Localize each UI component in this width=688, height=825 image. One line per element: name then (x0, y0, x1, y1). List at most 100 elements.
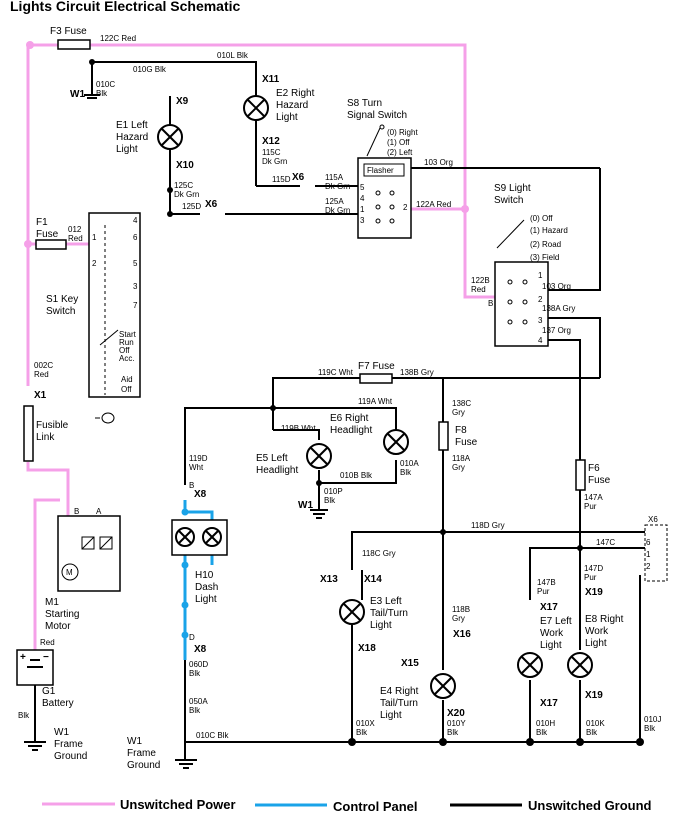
connector-x14: X14 (364, 574, 382, 585)
svg-text:E5 Left: E5 Left (256, 453, 288, 464)
svg-text:Light: Light (116, 144, 138, 155)
svg-text:E3 Left: E3 Left (370, 596, 402, 607)
svg-text:Pur: Pur (584, 502, 597, 511)
svg-text:147D: 147D (584, 564, 603, 573)
svg-text:6: 6 (646, 538, 651, 547)
svg-text:W1: W1 (127, 736, 142, 747)
svg-text:Starting: Starting (45, 609, 79, 620)
connector-x10: X10 (176, 160, 194, 171)
svg-text:Signal Switch: Signal Switch (347, 110, 407, 121)
svg-text:W1: W1 (54, 727, 69, 738)
svg-text:118B: 118B (452, 605, 470, 614)
svg-text:138B Gry: 138B Gry (400, 368, 434, 377)
svg-text:H10: H10 (195, 570, 214, 581)
connector-x6b: X6 (205, 199, 218, 210)
svg-text:118C Gry: 118C Gry (362, 549, 396, 558)
svg-text:115A: 115A (325, 173, 344, 182)
svg-text:147C: 147C (596, 538, 615, 547)
svg-text:060D: 060D (189, 660, 208, 669)
svg-text:Light: Light (195, 594, 217, 605)
e1-hazard-lamp: E1 Left Hazard Light (116, 120, 183, 155)
svg-text:S8 Turn: S8 Turn (347, 98, 382, 109)
svg-text:Off: Off (121, 385, 132, 394)
svg-text:3: 3 (538, 316, 543, 325)
m1-starting-motor: M B A M1 Starting Motor (45, 507, 121, 632)
fusible-link: Fusible Link (23, 405, 69, 462)
svg-text:D: D (189, 633, 195, 642)
svg-text:010C: 010C (96, 80, 115, 89)
svg-text:2: 2 (92, 259, 97, 268)
connector-x6a: X6 (292, 172, 305, 183)
w1-bottom-ground: W1 Frame Ground (127, 736, 197, 771)
svg-text:103 Org: 103 Org (424, 158, 453, 167)
svg-text:Switch: Switch (46, 306, 75, 317)
svg-text:4: 4 (360, 194, 365, 203)
connector-x11: X11 (262, 74, 280, 85)
connector-x19a: X19 (585, 587, 603, 598)
connector-x20: X20 (447, 708, 465, 719)
svg-text:Dk Grn: Dk Grn (325, 182, 350, 191)
svg-text:A: A (96, 507, 102, 516)
svg-text:010L Blk: 010L Blk (217, 51, 249, 60)
connector-labels: X9 X10 X11 X12 X6 X6 X1 X8 X8 X13 X14 X1… (34, 74, 603, 719)
svg-text:Light: Light (370, 620, 392, 631)
svg-text:Blk: Blk (324, 496, 336, 505)
svg-text:(2) Road: (2) Road (530, 240, 561, 249)
h10-dash-light: H10 Dash Light B D (171, 481, 228, 642)
svg-text:F3 Fuse: F3 Fuse (50, 26, 87, 37)
svg-text:Run: Run (119, 338, 134, 347)
f7-fuse: F7 Fuse (358, 361, 395, 384)
svg-text:E1 Left: E1 Left (116, 120, 148, 131)
svg-text:Blk: Blk (189, 706, 201, 715)
svg-text:5: 5 (360, 183, 365, 192)
svg-text:X6: X6 (648, 515, 658, 524)
svg-text:F8: F8 (455, 425, 467, 436)
svg-text:B: B (189, 481, 194, 490)
svg-text:B: B (488, 299, 493, 308)
svg-text:2: 2 (538, 295, 543, 304)
svg-text:M: M (66, 568, 73, 577)
svg-text:Link: Link (36, 432, 55, 443)
svg-text:Red: Red (68, 234, 83, 243)
svg-text:E8 Right: E8 Right (585, 614, 624, 625)
page-title: Lights Circuit Electrical Schematic (10, 0, 241, 14)
svg-text:002C: 002C (34, 361, 53, 370)
svg-text:115D: 115D (272, 175, 291, 184)
connector-x16: X16 (453, 629, 471, 640)
connector-x9: X9 (176, 96, 189, 107)
svg-text:Light: Light (540, 640, 562, 651)
svg-text:Work: Work (585, 626, 609, 637)
connector-x17a: X17 (540, 602, 558, 613)
svg-text:Blk: Blk (189, 669, 201, 678)
svg-text:Red: Red (34, 370, 49, 379)
e3-tail-turn-lamp: E3 Left Tail/Turn Light (339, 596, 408, 631)
svg-text:F6: F6 (588, 463, 600, 474)
svg-text:050A: 050A (189, 697, 208, 706)
svg-text:Dk Grn: Dk Grn (262, 157, 287, 166)
svg-text:Fuse: Fuse (455, 437, 478, 448)
svg-text:M1: M1 (45, 597, 59, 608)
svg-text:1: 1 (646, 550, 651, 559)
svg-text:S9 Light: S9 Light (494, 183, 531, 194)
svg-text:Dash: Dash (195, 582, 218, 593)
svg-text:Blk: Blk (356, 728, 368, 737)
svg-text:122B: 122B (471, 276, 490, 285)
legend: Unswitched Power Control Panel Unswitche… (42, 797, 652, 814)
svg-text:010J: 010J (644, 715, 661, 724)
junction-dots (24, 41, 644, 746)
svg-text:012: 012 (68, 225, 82, 234)
connector-x19b: X19 (585, 690, 603, 701)
svg-text:010Y: 010Y (447, 719, 466, 728)
connector-x17b: X17 (540, 698, 558, 709)
svg-text:125A: 125A (325, 197, 344, 206)
svg-text:Hazard: Hazard (116, 132, 148, 143)
connector-x8a: X8 (194, 489, 207, 500)
svg-text:147A: 147A (584, 493, 603, 502)
svg-text:Pur: Pur (537, 587, 550, 596)
svg-text:(0) Right: (0) Right (387, 128, 418, 137)
svg-text:118D Gry: 118D Gry (471, 521, 505, 530)
svg-text:(1) Hazard: (1) Hazard (530, 226, 568, 235)
ground-and-signal-wires (34, 61, 655, 760)
svg-text:Tail/Turn: Tail/Turn (370, 608, 408, 619)
